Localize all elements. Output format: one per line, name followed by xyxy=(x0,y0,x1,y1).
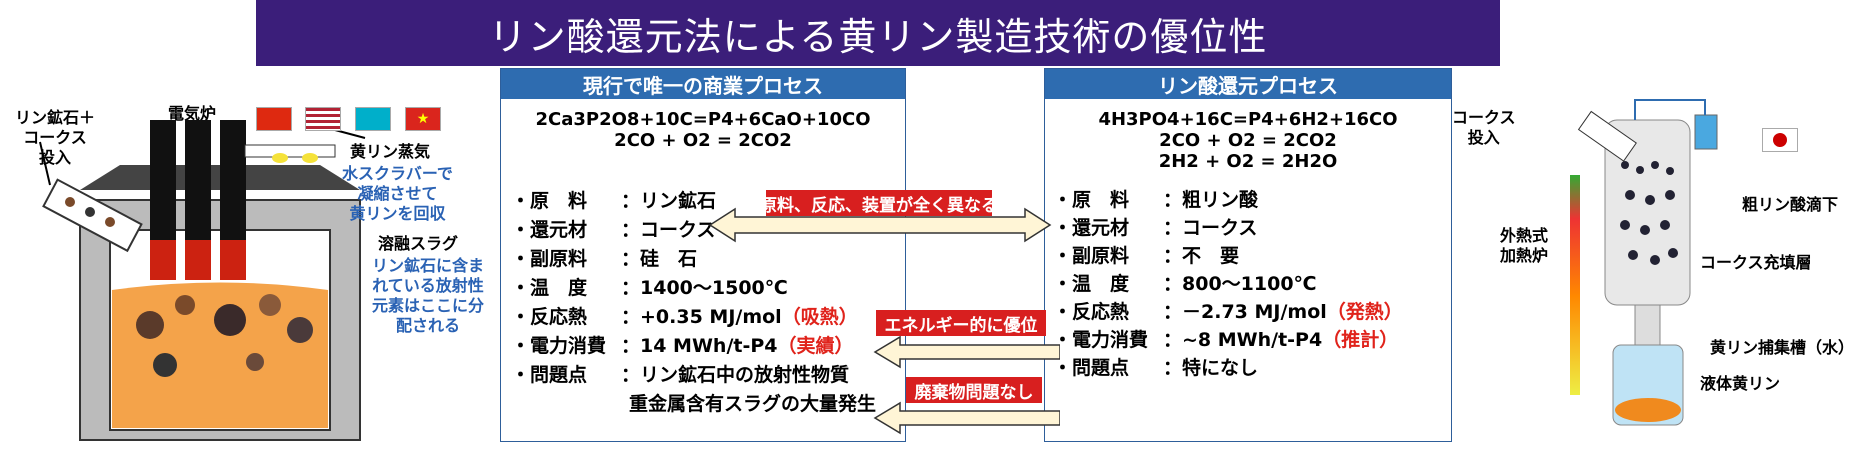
right-row-material: ・原 料：粗リン酸 xyxy=(1053,189,1259,211)
vietnam-flag-icon: ★ xyxy=(405,107,441,131)
slag-label: 溶融スラグ xyxy=(378,234,459,253)
left-row-heat: ・反応熱：+0.35 MJ/mol（吸熱） xyxy=(511,306,858,328)
right-row-sub: ・副原料：不 要 xyxy=(1053,245,1240,267)
phosphoric-acid-reactor-drawing xyxy=(1570,99,1718,426)
right-row-temp: ・温 度：800～1100℃ xyxy=(1053,273,1317,295)
furnace-drawing xyxy=(39,120,366,441)
left-row-reductant: ・還元材：コークス xyxy=(511,219,716,241)
heater-label: 外熱式加熱炉 xyxy=(1500,226,1549,265)
right-row-reductant: ・還元材：コークス xyxy=(1053,217,1258,239)
kazakhstan-flag-icon xyxy=(355,107,391,131)
left-row-issue-extra: 重金属含有スラグの大量発生 xyxy=(629,393,877,415)
slag-note: リン鉱石に含まれている放射性元素はここに分配される xyxy=(372,256,485,335)
china-flag-icon xyxy=(256,107,292,131)
right-row-power: ・電力消費：~8 MWh/t-P4（推計） xyxy=(1053,329,1399,351)
right-equation-2: 2CO + O2 = 2CO2 xyxy=(1159,130,1337,151)
vapor-note: 水スクラバーで凝縮させて黄リンを回収 xyxy=(342,164,453,223)
left-panel-header: 現行で唯一の商業プロセス xyxy=(501,69,905,99)
left-row-issue: ・問題点：リン鉱石中の放射性物質 xyxy=(511,364,850,386)
new-process-panel: リン酸還元プロセス 4H3PO4+16C=P4+6H2+16CO 2CO + O… xyxy=(1044,68,1452,442)
electric-furnace-diagram: リン鉱石＋コークス投入 電気炉 黄リン蒸気 水スクラバーで凝縮させて黄リンを回収… xyxy=(0,90,490,450)
left-row-power: ・電力消費：14 MWh/t-P4（実績） xyxy=(511,335,854,357)
right-equation-3: 2H2 + O2 = 2H2O xyxy=(1158,151,1338,172)
acid-drop-label: 粗リン酸滴下 xyxy=(1742,195,1839,214)
comparison-arrows xyxy=(708,207,1060,435)
left-equation-2: 2CO + O2 = 2CO2 xyxy=(614,130,792,151)
japan-flag-icon xyxy=(1762,128,1798,152)
left-row-sub: ・副原料：硅 石 xyxy=(511,248,698,270)
coke-bed-label: コークス充填層 xyxy=(1700,253,1812,272)
furnace-label: 電気炉 xyxy=(168,104,217,123)
ore-input-label: リン鉱石＋コークス投入 xyxy=(14,108,95,167)
usa-flag-icon xyxy=(305,107,341,131)
badge-energy: エネルギー的に優位 xyxy=(876,310,1046,336)
badge-different: 原料、反応、装置が全く異なる xyxy=(760,190,998,216)
left-row-material: ・原 料：リン鉱石 xyxy=(511,190,717,212)
left-equation-1: 2Ca3P2O8+10C=P4+6CaO+10CO xyxy=(535,109,871,130)
right-row-heat: ・反応熱：－2.73 MJ/mol（発熱） xyxy=(1053,301,1403,323)
trap-label: 黄リン捕集槽（水） xyxy=(1710,338,1854,357)
vapor-label: 黄リン蒸気 xyxy=(350,142,431,161)
badge-waste: 廃棄物問題なし xyxy=(906,377,1042,403)
right-row-issue: ・問題点：特になし xyxy=(1053,357,1259,379)
right-equation-1: 4H3PO4+16C=P4+6H2+16CO xyxy=(1098,109,1398,130)
page-title: リン酸還元法による黄リン製造技術の優位性 xyxy=(256,0,1500,66)
left-row-temp: ・温 度：1400～1500℃ xyxy=(511,277,788,299)
right-panel-header: リン酸還元プロセス xyxy=(1045,69,1451,99)
coke-input-label: コークス投入 xyxy=(1452,108,1516,147)
liquid-phosphorus-label: 液体黄リン xyxy=(1700,374,1781,393)
current-process-panel: 現行で唯一の商業プロセス 2Ca3P2O8+10C=P4+6CaO+10CO 2… xyxy=(500,68,906,442)
